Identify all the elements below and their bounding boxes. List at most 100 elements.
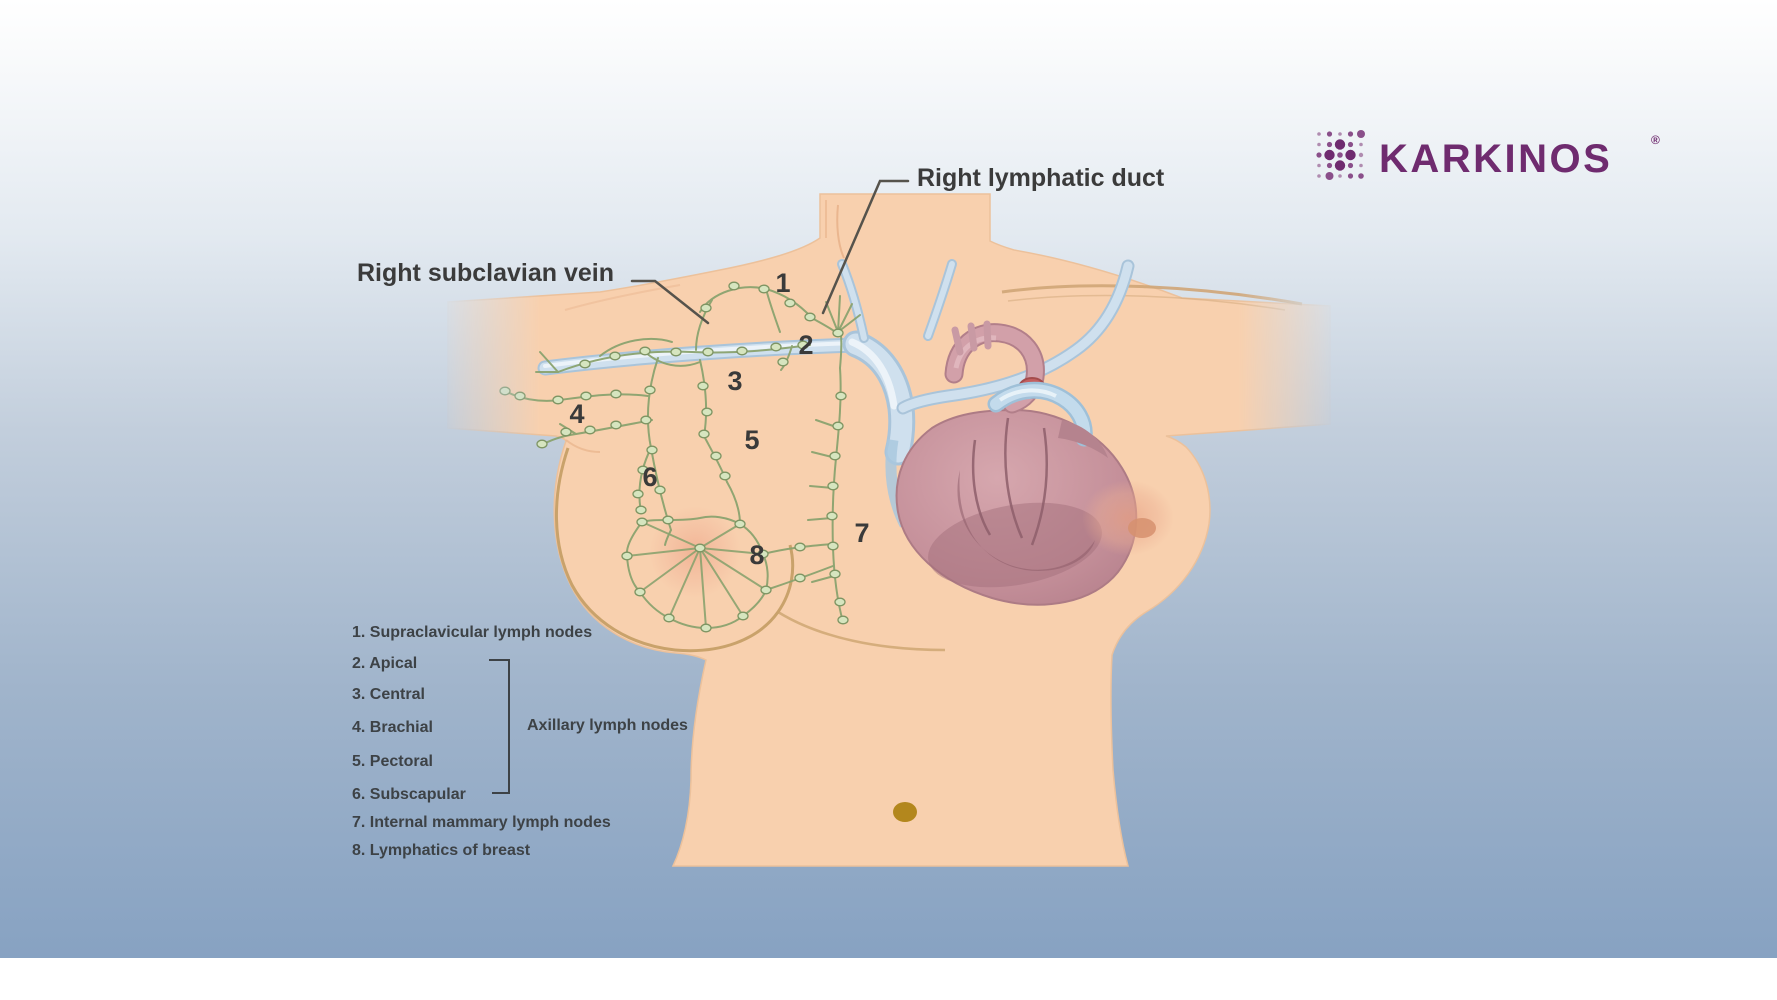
lymph-node xyxy=(736,346,748,356)
logo-dot xyxy=(1357,130,1365,138)
legend-item-4: 4. Brachial xyxy=(352,719,433,736)
neck-veins xyxy=(837,259,957,343)
karkinos-dot-matrix-icon xyxy=(1316,130,1365,180)
breast-outline xyxy=(554,447,946,653)
breast-lymph-spokes xyxy=(626,521,767,629)
lymph-node xyxy=(635,505,647,515)
legend-item-8: 8. Lymphatics of breast xyxy=(352,842,531,859)
figure-markers: 1 2 3 4 5 6 7 8 xyxy=(569,268,869,570)
lymph-node xyxy=(826,511,838,521)
lymph-node xyxy=(719,471,731,481)
leader-lines xyxy=(630,179,910,325)
breast-lymph-spoke xyxy=(699,547,767,591)
lymph-node xyxy=(784,298,796,308)
marker-7: 7 xyxy=(854,518,869,548)
lymph-node xyxy=(663,613,675,623)
logo-dot xyxy=(1317,142,1321,147)
lymph-node xyxy=(609,351,621,361)
logo-dot xyxy=(1334,160,1346,171)
legend-item-6: 6. Subscapular xyxy=(352,786,466,803)
legend: 1. Supraclavicular lymph nodes 2. Apical… xyxy=(352,624,688,859)
lymph-node xyxy=(584,425,596,435)
footer-bar xyxy=(0,958,1777,1000)
legend-bracket xyxy=(489,659,510,794)
lymph-node xyxy=(832,421,844,431)
lymph-node xyxy=(644,385,656,395)
anatomy-figure: 1 2 3 4 5 6 7 8 xyxy=(447,193,1331,867)
logo-dot xyxy=(1316,152,1322,158)
lymph-node xyxy=(797,340,809,350)
logo-dot xyxy=(1324,149,1335,161)
logo-dot xyxy=(1338,174,1342,178)
lymph-node xyxy=(760,585,772,595)
legend-item-1: 1. Supraclavicular lymph nodes xyxy=(352,624,592,641)
skin-shading xyxy=(564,200,845,453)
lymph-node xyxy=(834,597,846,607)
karkinos-logo: KARKINOS ® xyxy=(1316,130,1660,181)
legend-item-5: 5. Pectoral xyxy=(352,753,433,770)
lymph-node xyxy=(794,542,806,552)
clavicle-lines xyxy=(1001,284,1303,311)
lymph-node xyxy=(827,541,839,551)
lymph-node xyxy=(804,312,816,322)
logo-dot xyxy=(1347,162,1354,169)
logo-dot xyxy=(1317,132,1321,136)
legend-bracket-label: Axillary lymph nodes xyxy=(527,717,688,734)
marker-1: 1 xyxy=(775,268,790,298)
logo-dot xyxy=(1347,141,1354,148)
lymph-node xyxy=(580,391,592,401)
breast-lymph-spoke xyxy=(626,547,701,557)
lymph-node xyxy=(777,357,789,367)
lymph-node xyxy=(634,587,646,597)
breast-lymph-spoke xyxy=(699,547,707,629)
logo-dot xyxy=(1347,173,1354,179)
lymph-node xyxy=(654,485,666,495)
label-right-subclavian-vein: Right subclavian vein xyxy=(357,259,614,287)
lymph-node xyxy=(662,515,674,525)
lymph-node xyxy=(837,615,849,625)
lymph-node xyxy=(700,623,712,633)
lymph-node xyxy=(829,569,841,579)
breast-lymph-spoke xyxy=(641,521,701,549)
lymph-node xyxy=(560,427,572,437)
lymph-node xyxy=(536,439,548,449)
logo-dot xyxy=(1337,152,1343,158)
logo-dot xyxy=(1326,141,1333,148)
lymph-node xyxy=(610,420,622,430)
lymph-node xyxy=(832,328,844,338)
lymph-node xyxy=(646,445,658,455)
right-breast-nipple xyxy=(1128,518,1156,538)
lymph-node xyxy=(670,347,682,357)
logo-dot xyxy=(1358,152,1364,158)
lymph-node xyxy=(701,407,713,417)
breast-lymph-spoke xyxy=(699,523,741,549)
marker-3: 3 xyxy=(727,366,742,396)
lymph-node xyxy=(698,429,710,439)
lymphatic-duct-leader xyxy=(821,179,910,315)
lymph-node xyxy=(632,489,644,499)
navel xyxy=(893,802,917,822)
lymph-node xyxy=(758,284,770,294)
logo-dot xyxy=(1325,172,1334,180)
logo-dot xyxy=(1326,131,1333,137)
lymph-node xyxy=(700,303,712,313)
lymph-node xyxy=(835,391,847,401)
lymph-node xyxy=(697,381,709,391)
logo-dot xyxy=(1338,132,1342,136)
breast-lymph-spoke xyxy=(699,547,744,617)
breast-lymph-spoke xyxy=(668,547,701,619)
right-breast-areola xyxy=(1082,480,1174,556)
lymph-node xyxy=(514,391,526,401)
lymph-node xyxy=(636,517,648,527)
lymph-node xyxy=(552,395,564,405)
lymph-node xyxy=(794,573,806,583)
marker-5: 5 xyxy=(744,425,759,455)
lymph-node xyxy=(640,415,652,425)
lymph-node xyxy=(637,465,649,475)
marker-8: 8 xyxy=(749,540,764,570)
lymph-node xyxy=(610,389,622,399)
lymph-nodes xyxy=(499,281,849,633)
lymph-node xyxy=(639,346,651,356)
